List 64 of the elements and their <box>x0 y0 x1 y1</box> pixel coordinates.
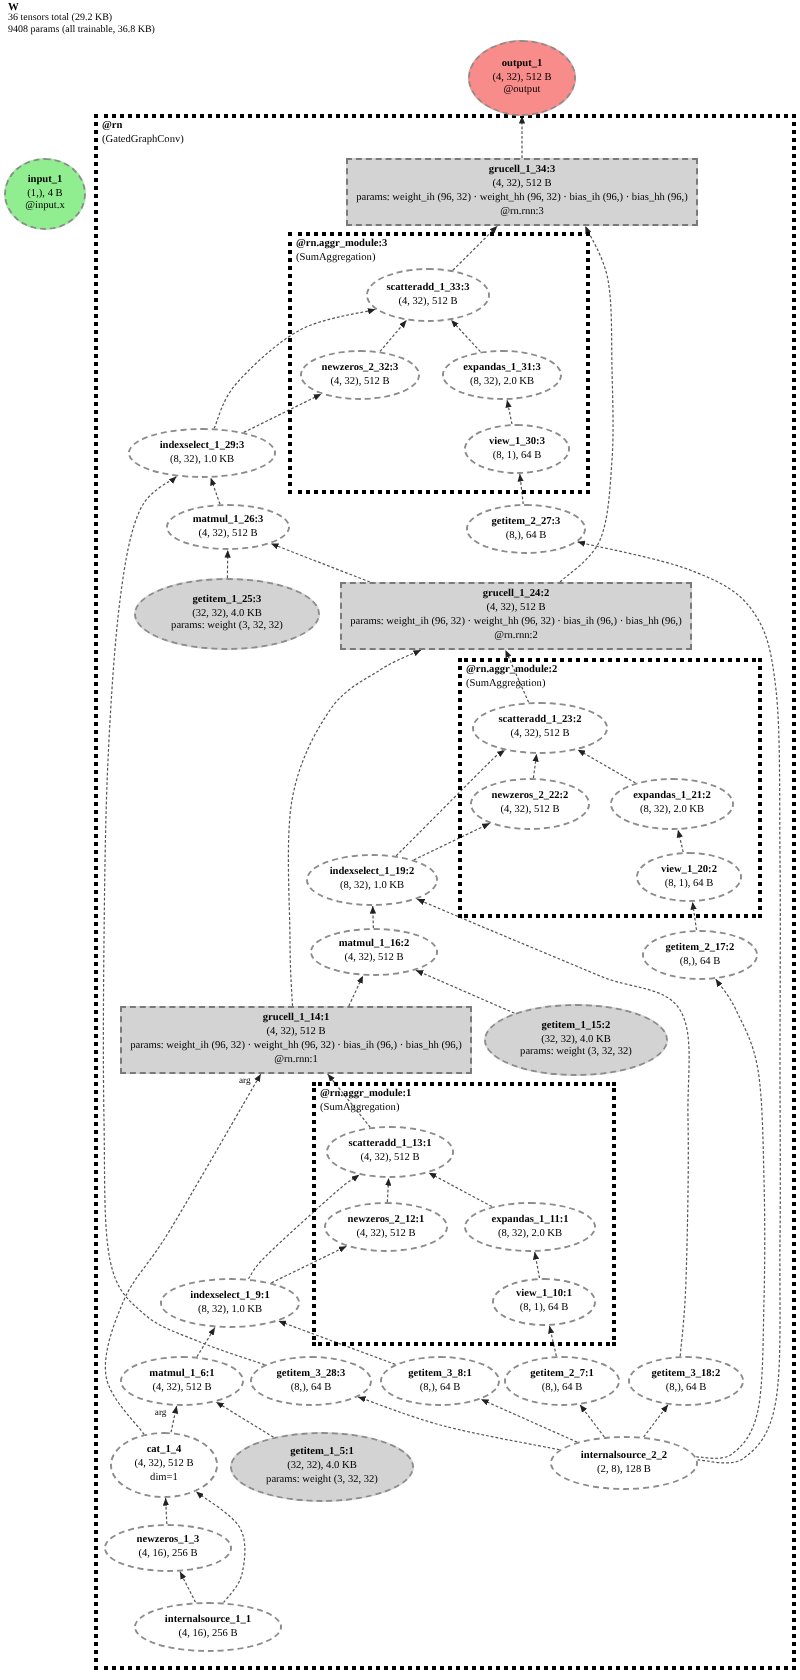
connector-arrow <box>104 1073 262 1435</box>
operation-ellipse <box>160 1278 300 1328</box>
connector-arrow <box>548 1325 557 1357</box>
connector-arrow <box>395 747 507 857</box>
operation-ellipse <box>470 778 590 830</box>
connector-arrow <box>243 393 322 433</box>
connector-arrow <box>643 1404 669 1438</box>
connector-arrow <box>215 1401 275 1438</box>
connector-arrow <box>518 115 526 159</box>
operation-ellipse <box>250 1356 372 1406</box>
connector-arrow <box>413 822 491 861</box>
module-box <box>120 1006 472 1074</box>
connector-arrow <box>579 1404 605 1438</box>
connector-arrow <box>348 975 364 1007</box>
connector-arrow <box>379 319 408 353</box>
connector-arrow <box>179 1571 197 1603</box>
connector-arrow <box>452 225 498 271</box>
module-cluster <box>94 114 796 1670</box>
connector-arrow <box>480 1398 578 1443</box>
connector-arrow <box>505 399 513 425</box>
module-box <box>340 582 692 650</box>
connector-arrow <box>210 477 221 505</box>
connector-arrow <box>415 969 516 1014</box>
operation-ellipse <box>120 1356 244 1406</box>
output-ellipse <box>468 40 576 116</box>
connector-arrow <box>287 649 422 1007</box>
connector-arrow <box>576 540 781 1464</box>
connector-arrow <box>213 308 377 429</box>
operation-ellipse <box>380 1356 500 1406</box>
connector-arrow <box>247 1174 360 1280</box>
operation-ellipse <box>366 268 490 322</box>
connector-arrow <box>270 1245 348 1284</box>
connector-arrow <box>517 473 524 505</box>
operation-ellipse <box>466 504 586 554</box>
module-cluster <box>458 658 762 918</box>
connector-arrow <box>195 1490 246 1604</box>
connector-arrow <box>676 829 684 853</box>
connector-arrow <box>532 1251 541 1279</box>
connector-arrow <box>357 1396 561 1451</box>
operation-ellipse <box>324 1202 448 1252</box>
operation-ellipse <box>104 1524 232 1572</box>
connector-arrow <box>196 1326 216 1358</box>
connector-arrow <box>532 753 539 779</box>
connector-arrow <box>270 543 371 583</box>
connector-arrow <box>559 225 614 583</box>
connector-arrow <box>450 319 482 353</box>
connector-arrow <box>277 1320 396 1365</box>
connector-arrow <box>428 1172 493 1208</box>
connector-arrow <box>695 978 766 1459</box>
connector-arrow <box>416 898 690 1357</box>
connector-arrow <box>224 549 231 579</box>
module-cluster <box>312 1082 616 1346</box>
module-box <box>346 158 698 226</box>
connector-arrow <box>577 749 637 784</box>
connector-arrow <box>385 1177 392 1203</box>
connector-arrow <box>369 905 377 929</box>
connector-arrow <box>690 901 698 931</box>
input-ellipse <box>4 158 86 230</box>
connector-arrow <box>102 475 266 1366</box>
connector-arrow <box>162 1497 170 1525</box>
connector-arrow <box>170 1405 179 1433</box>
connector-arrow <box>504 649 530 703</box>
connector-arrow <box>327 1073 371 1128</box>
module-cluster <box>288 232 590 494</box>
